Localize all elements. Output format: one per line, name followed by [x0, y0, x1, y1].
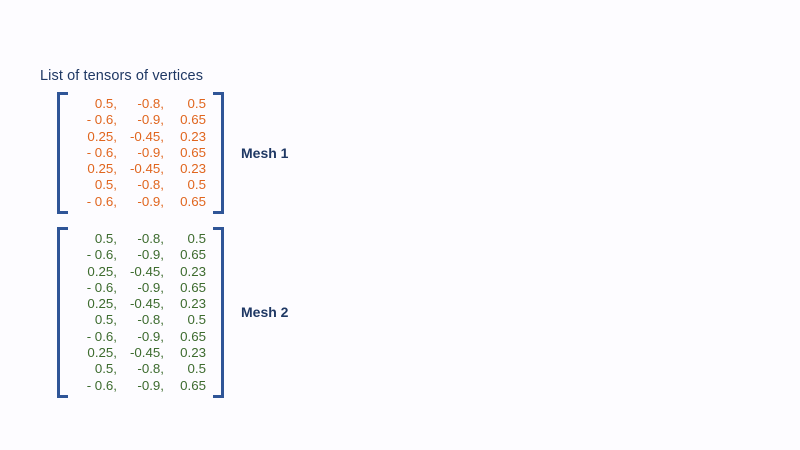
matrix-row: 0.5, -0.8, 0.5	[75, 312, 206, 328]
mesh-label-2: Mesh 2	[241, 304, 289, 321]
matrix-cell: -0.45,	[129, 161, 164, 177]
matrix-cell: -0.9,	[137, 193, 164, 209]
matrix-cell: 0.23	[180, 296, 206, 312]
matrix-cell: -0.9,	[137, 247, 164, 263]
matrix-cell: - 0.6,	[86, 193, 117, 209]
matrix-cell: - 0.6,	[86, 144, 117, 160]
matrix-cell: -0.45,	[129, 263, 164, 279]
matrix-cell: -0.9,	[137, 112, 164, 128]
matrix-row: - 0.6, -0.9, 0.65	[75, 280, 206, 296]
matrix-cell: 0.65	[180, 193, 206, 209]
matrix-row: 0.5, -0.8, 0.5	[75, 96, 206, 112]
matrix-cell: 0.25,	[87, 128, 117, 144]
matrix-cell: -0.45,	[129, 345, 164, 361]
matrix-cell: -0.8,	[137, 231, 164, 246]
matrix-cell: 0.5	[187, 231, 207, 246]
matrix-cell: - 0.6,	[86, 328, 117, 344]
matrix-row: - 0.6, -0.9, 0.65	[75, 247, 206, 263]
left-bracket-icon	[57, 227, 68, 398]
matrix-cell: 0.65	[180, 247, 206, 263]
matrix-row: 0.5, -0.8, 0.5	[75, 231, 206, 247]
matrix-cell: -0.8,	[137, 177, 164, 193]
matrix-cell: 0.25,	[87, 161, 117, 177]
matrix-cell: 0.5	[187, 361, 207, 377]
matrix-cell: 0.5	[187, 177, 207, 193]
matrix-cell: 0.65	[180, 144, 206, 160]
matrix-cell: -0.9,	[137, 377, 164, 393]
matrix-cell: 0.5	[187, 312, 207, 328]
matrix-row: 0.25, -0.45, 0.23	[75, 345, 206, 361]
matrix-row: 0.25, -0.45, 0.23	[75, 296, 206, 312]
matrix-cell: - 0.6,	[86, 247, 117, 263]
matrix-cell: - 0.6,	[86, 112, 117, 128]
matrix-row: 0.5, -0.8, 0.5	[75, 361, 206, 377]
matrix-row: 0.25, -0.45, 0.23	[75, 161, 206, 177]
matrix-cell: -0.45,	[129, 296, 164, 312]
matrix-cell: - 0.6,	[86, 279, 117, 295]
matrix-row: 0.25, -0.45, 0.23	[75, 129, 206, 145]
matrix-cell: 0.65	[180, 377, 206, 393]
right-bracket-icon	[213, 227, 224, 398]
matrix-cell: - 0.6,	[86, 377, 117, 393]
matrix-cell: 0.5,	[94, 361, 117, 377]
matrix-cell: 0.23	[180, 128, 206, 144]
matrix-cell: -0.9,	[137, 279, 164, 295]
matrix-cell: 0.25,	[87, 296, 117, 312]
matrix-cell: 0.5,	[94, 177, 117, 193]
matrix-row: - 0.6, -0.9, 0.65	[75, 378, 206, 394]
matrix-cell: -0.45,	[129, 128, 164, 144]
matrix-row: - 0.6, -0.9, 0.65	[75, 112, 206, 128]
matrix-cell: 0.65	[180, 279, 206, 295]
matrix-cell: -0.8,	[137, 96, 164, 111]
matrix-cell: 0.65	[180, 112, 206, 128]
matrix-row: - 0.6, -0.9, 0.65	[75, 145, 206, 161]
matrix-row: - 0.6, -0.9, 0.65	[75, 329, 206, 345]
matrix-cell: 0.23	[180, 263, 206, 279]
left-bracket-icon	[57, 92, 68, 215]
matrix-cell: 0.5	[187, 96, 207, 111]
matrix-cell: 0.25,	[87, 263, 117, 279]
matrix-cell: 0.5,	[94, 231, 117, 246]
mesh-label-1: Mesh 1	[241, 145, 289, 162]
matrix-row: 0.5, -0.8, 0.5	[75, 177, 206, 193]
matrix-row: - 0.6, -0.9, 0.65	[75, 194, 206, 210]
matrix-cell: -0.9,	[137, 328, 164, 344]
matrix-cell: 0.23	[180, 345, 206, 361]
matrix-cell: 0.25,	[87, 345, 117, 361]
matrix-cell: 0.5,	[94, 96, 117, 111]
matrix-cell: 0.23	[180, 161, 206, 177]
matrix-cell: -0.8,	[137, 312, 164, 328]
matrix-cell: -0.8,	[137, 361, 164, 377]
page-title: List of tensors of vertices	[40, 68, 204, 84]
matrix-cell: 0.5,	[94, 312, 117, 328]
matrix-row: 0.25, -0.45, 0.23	[75, 264, 206, 280]
matrix-cell: -0.9,	[137, 144, 164, 160]
matrix-cell: 0.65	[180, 328, 206, 344]
right-bracket-icon	[213, 92, 224, 215]
